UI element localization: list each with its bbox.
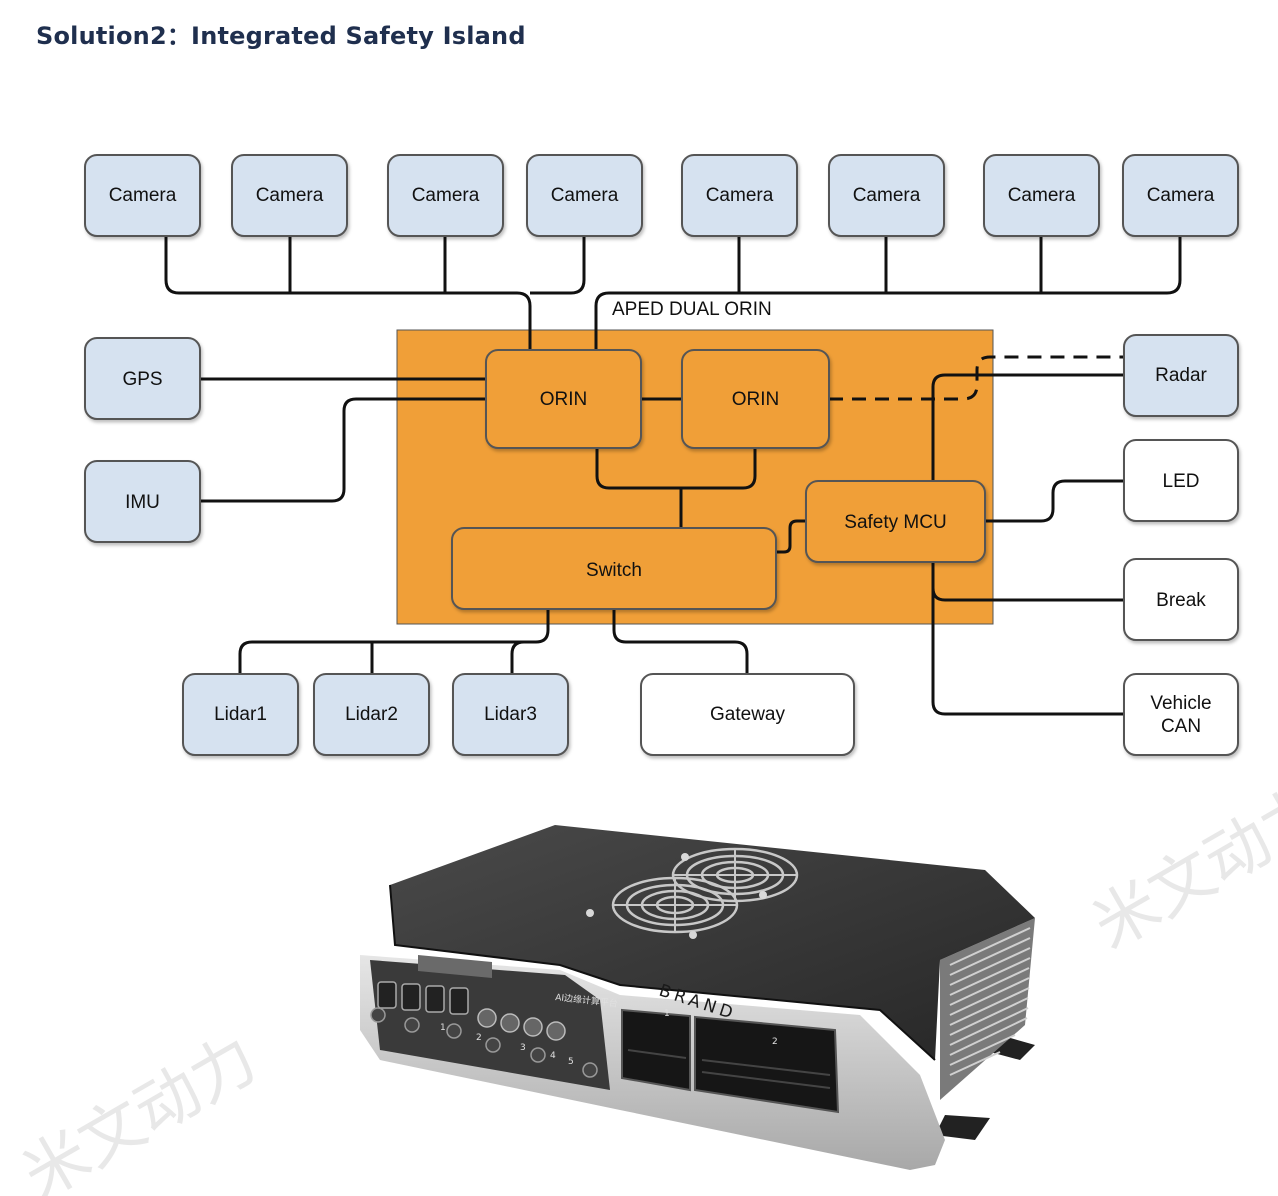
lidar-label: Lidar1 [214, 704, 267, 725]
imu-label: IMU [125, 492, 160, 513]
connections [164, 236, 1182, 716]
camera-label: Camera [706, 185, 774, 206]
port-number-3: 3 [520, 1043, 526, 1053]
watermark-left: 米文动力 [11, 1022, 270, 1196]
camera-label: Camera [1147, 185, 1215, 206]
port-number-1: 1 [440, 1023, 446, 1033]
board-label: APED DUAL ORIN [612, 299, 772, 320]
camera-box-6[interactable]: Camera [828, 154, 945, 237]
port-number-4: 4 [550, 1051, 556, 1061]
gps-label: GPS [122, 369, 162, 390]
vehicle-can-label-line2: CAN [1161, 716, 1201, 737]
orin-right-label: ORIN [732, 389, 780, 410]
break-box[interactable]: Break [1123, 558, 1239, 641]
camera-box-5[interactable]: Camera [681, 154, 798, 237]
port-number-2: 2 [476, 1033, 482, 1043]
camera-row: Camera Camera Camera Camera Camera Camer… [84, 154, 1239, 237]
camera-box-1[interactable]: Camera [84, 154, 201, 237]
switch-box[interactable]: Switch [451, 527, 777, 610]
camera-label: Camera [1008, 185, 1076, 206]
gateway-box[interactable]: Gateway [640, 673, 855, 756]
break-label: Break [1156, 590, 1206, 611]
lidar3-box[interactable]: Lidar3 [452, 673, 569, 756]
lidar1-box[interactable]: Lidar1 [182, 673, 299, 756]
camera-label: Camera [412, 185, 480, 206]
led-box[interactable]: LED [1123, 439, 1239, 522]
watermark-right: 米文动力 [1081, 772, 1278, 964]
lidar-label: Lidar2 [345, 704, 398, 725]
camera-label: Camera [256, 185, 324, 206]
camera-box-7[interactable]: Camera [983, 154, 1100, 237]
connector-number-2: 2 [772, 1037, 778, 1047]
camera-label: Camera [853, 185, 921, 206]
gps-box[interactable]: GPS [84, 337, 201, 420]
connector-number-1: 1 [664, 1009, 670, 1019]
camera-box-4[interactable]: Camera [526, 154, 643, 237]
product-image: 1 2 3 4 5 1 2 BRAND AI边缘计算平台 [360, 825, 1035, 1170]
camera-box-3[interactable]: Camera [387, 154, 504, 237]
radar-box[interactable]: Radar [1123, 334, 1239, 417]
vehicle-can-box[interactable]: Vehicle CAN [1123, 673, 1239, 756]
camera-label: Camera [551, 185, 619, 206]
orin-right-box[interactable]: ORIN [681, 349, 830, 449]
imu-box[interactable]: IMU [84, 460, 201, 543]
camera-box-2[interactable]: Camera [231, 154, 348, 237]
camera-label: Camera [109, 185, 177, 206]
radar-dashed-link [829, 355, 1124, 401]
lidar-label: Lidar3 [484, 704, 537, 725]
gateway-label: Gateway [710, 704, 785, 725]
safety-mcu-label: Safety MCU [844, 512, 946, 533]
led-label: LED [1163, 471, 1200, 492]
vehicle-can-label-line1: Vehicle [1150, 693, 1211, 714]
camera-box-8[interactable]: Camera [1122, 154, 1239, 237]
orin-left-box[interactable]: ORIN [485, 349, 642, 449]
switch-label: Switch [586, 560, 642, 581]
safety-mcu-box[interactable]: Safety MCU [805, 480, 986, 563]
page-title: Solution2：Integrated Safety Island [36, 22, 526, 50]
port-number-5: 5 [568, 1057, 574, 1067]
orin-left-label: ORIN [540, 389, 588, 410]
radar-label: Radar [1155, 365, 1207, 386]
lidar2-box[interactable]: Lidar2 [313, 673, 430, 756]
